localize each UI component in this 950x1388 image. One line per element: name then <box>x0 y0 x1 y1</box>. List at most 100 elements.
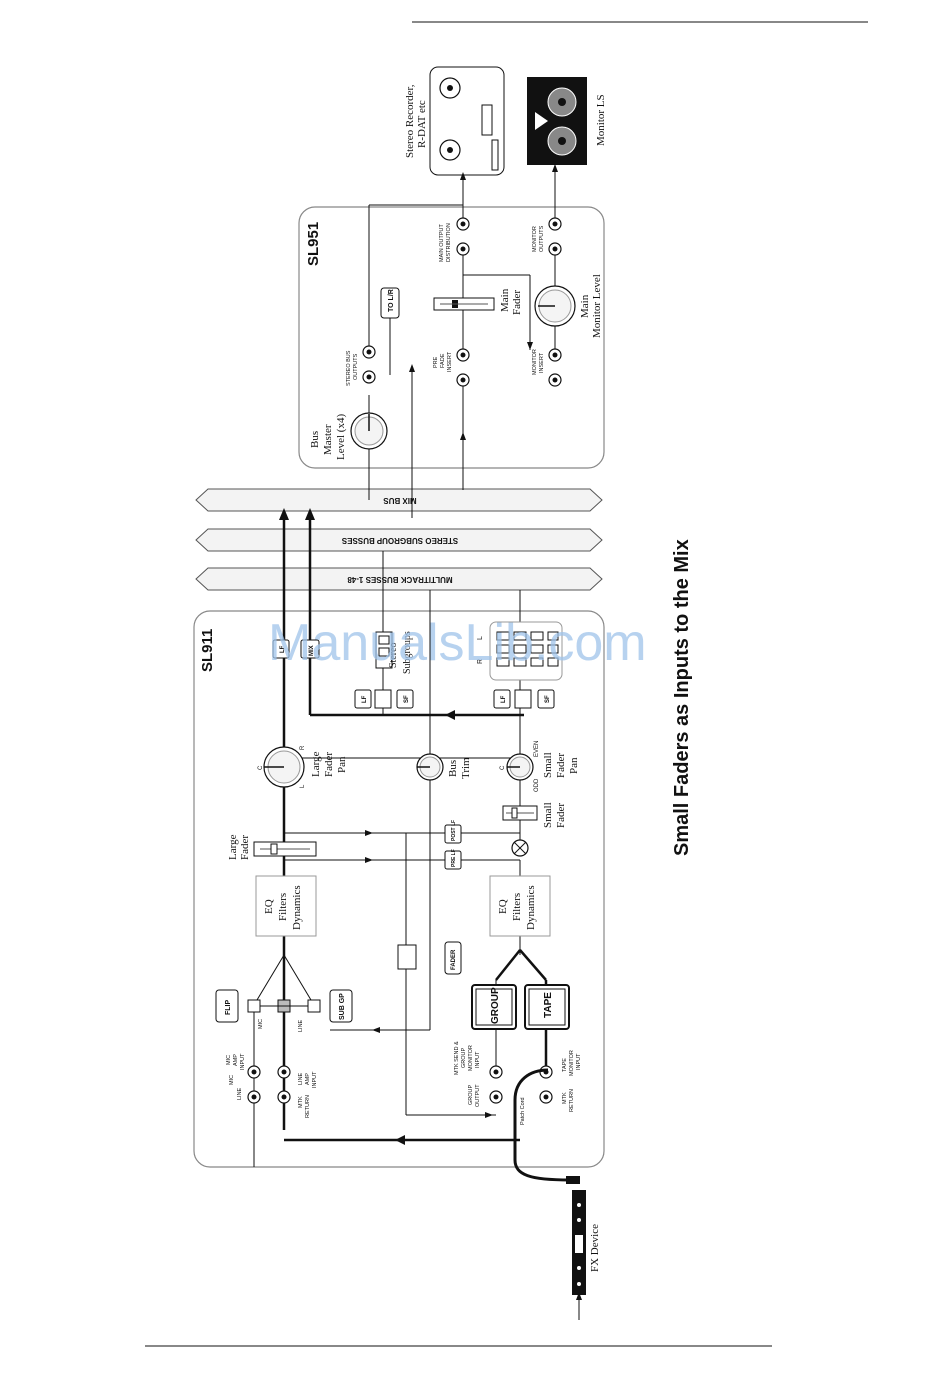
large-fader[interactable] <box>253 841 317 857</box>
line-switch-label: LINE <box>298 1019 304 1032</box>
svg-text:EQ: EQ <box>263 899 275 914</box>
pre-lf-button[interactable]: PRE LF <box>444 849 462 870</box>
multitrack-assign-matrix[interactable] <box>489 621 563 681</box>
mic-switch-label: MIC <box>258 1019 264 1029</box>
pre-fade-label-1: PRE <box>433 356 439 368</box>
jack-main-output-2[interactable] <box>456 242 470 256</box>
mtk-return-label-2: RETURN <box>305 1095 311 1118</box>
bus-master-knob[interactable] <box>350 412 388 450</box>
group-output-label-2: OUTPUT <box>475 1084 481 1107</box>
stereo-recorder <box>429 66 505 176</box>
small-fader-pan-knob[interactable] <box>506 753 534 781</box>
jack-group-output[interactable] <box>489 1090 503 1104</box>
large-pan-label-3: Pan <box>336 756 348 773</box>
svg-text:FLIP: FLIP <box>225 1000 232 1015</box>
jack-mic-line[interactable] <box>247 1090 261 1104</box>
mtk-send-label-4: INPUT <box>475 1051 481 1068</box>
tape-button[interactable]: TAPE <box>524 984 570 1030</box>
bus-master-label-1: Bus <box>309 431 321 448</box>
mic-line-label-1: MIC <box>229 1075 235 1085</box>
patch-cord-label: Patch Cord <box>520 1097 526 1125</box>
svg-text:MIX BUS: MIX BUS <box>383 496 417 505</box>
stereo-subgroup-selector[interactable] <box>375 631 393 669</box>
jack-tape-monitor[interactable] <box>539 1065 553 1079</box>
jack-stereo-bus-2[interactable] <box>362 370 376 384</box>
main-fader[interactable] <box>433 297 495 311</box>
mic-switch[interactable] <box>247 999 261 1013</box>
large-fader-label-2: Fader <box>239 835 251 860</box>
jack-mtk-send[interactable] <box>489 1065 503 1079</box>
sf-button-2[interactable]: SF <box>537 689 555 709</box>
mix-bus: MIX BUS <box>195 488 603 512</box>
lf-button-top[interactable]: LF <box>272 639 290 659</box>
main-monitor-label-2: Monitor Level <box>591 274 603 338</box>
mic-line-label-2: LINE <box>237 1087 243 1100</box>
main-fader-label-2: Fader <box>511 290 523 315</box>
bus-trim-label-2: Trim <box>460 757 472 779</box>
tape-monitor-label-3: INPUT <box>576 1053 582 1070</box>
sf-button-1[interactable]: SF <box>396 689 414 709</box>
main-output-label-2: DISTRIBUTION <box>446 223 452 262</box>
svg-text:Dynamics: Dynamics <box>525 885 537 930</box>
mix-button-top[interactable]: MIX <box>300 639 320 659</box>
fx-device-label: FX Device <box>589 1224 601 1272</box>
jack-stereo-bus-1[interactable] <box>362 345 376 359</box>
large-pan-label-1: Large <box>310 751 322 777</box>
bus-trim-knob[interactable] <box>416 753 444 781</box>
fader-button[interactable]: FADER <box>444 941 462 975</box>
monitor-outputs-label-2: OUTPUTS <box>539 225 545 252</box>
mic-amp-label-3: INPUT <box>240 1053 246 1070</box>
jack-mic-input[interactable] <box>247 1065 261 1079</box>
jack-pre-fade-2[interactable] <box>456 373 470 387</box>
mtk-send-label-1: MTK SEND & <box>454 1041 460 1075</box>
jack-monitor-insert-2[interactable] <box>548 373 562 387</box>
stereo-subgroup-busses: STEREO SUBGROUP BUSSES <box>195 528 603 552</box>
group-button[interactable]: GROUP <box>471 984 517 1030</box>
jack-line-input[interactable] <box>277 1065 291 1079</box>
svg-text:TAPE: TAPE <box>543 992 554 1018</box>
small-fader[interactable] <box>502 805 538 821</box>
jack-monitor-out-1[interactable] <box>548 217 562 231</box>
jack-mtk-return[interactable] <box>277 1090 291 1104</box>
large-fader-pan-knob[interactable] <box>263 746 305 788</box>
jack-monitor-insert-1[interactable] <box>548 348 562 362</box>
to-lr-button[interactable]: TO L/R <box>380 287 400 319</box>
fader-switch[interactable] <box>397 944 417 970</box>
bus-master-label-2: Master <box>322 424 334 455</box>
mtk-return2-label-1: MTK <box>562 1092 568 1104</box>
monitor-ls-label: Monitor LS <box>595 94 607 146</box>
lf-sf-switch-1[interactable] <box>374 689 392 709</box>
main-monitor-knob[interactable] <box>534 285 576 327</box>
small-pan-label-2: Fader <box>555 753 567 778</box>
jack-pre-fade-1[interactable] <box>456 348 470 362</box>
lf-sf-switch-2[interactable] <box>514 689 532 709</box>
flip-button[interactable]: FLIP <box>215 989 239 1023</box>
large-pan-r: R <box>300 745 306 750</box>
lf-button-1[interactable]: LF <box>354 689 372 709</box>
lf-button-2[interactable]: LF <box>493 689 511 709</box>
monitor-insert-label-2: INSERT <box>539 352 545 373</box>
jack-monitor-out-2[interactable] <box>548 242 562 256</box>
stereo-subgroups-label-2: Subgroups <box>402 631 413 674</box>
mtk-send-label-3: MONITOR <box>468 1045 474 1071</box>
multitrack-busses: MULTITRACK BUSSES 1-48 <box>195 567 603 591</box>
svg-text:LF: LF <box>362 695 368 703</box>
jack-mtk-return-2[interactable] <box>539 1090 553 1104</box>
sub-gp-button[interactable]: SUB GP <box>329 989 353 1023</box>
stereo-subgroups-label-1: Stereo <box>388 642 399 668</box>
eq-block-small: EQ Filters Dynamics <box>489 875 551 937</box>
sub-switch[interactable] <box>307 999 321 1013</box>
svg-text:SF: SF <box>404 695 410 703</box>
svg-text:FADER: FADER <box>451 949 457 970</box>
jack-main-output-1[interactable] <box>456 217 470 231</box>
mic-amp-label-1: MIC <box>226 1055 232 1065</box>
mtk-return-label-1: MTK <box>298 1096 304 1108</box>
small-pan-odd: ODD <box>534 778 540 792</box>
post-lf-button[interactable]: POST LF <box>444 820 462 844</box>
fx-device <box>572 1190 586 1295</box>
sl951-label: SL951 <box>305 222 322 266</box>
main-fader-label-1: Main <box>499 288 511 312</box>
bus-trim-label-1: Bus <box>447 760 459 777</box>
patch-cord <box>513 1068 571 1182</box>
main-output-label-1: MAIN OUTPUT <box>439 223 445 262</box>
